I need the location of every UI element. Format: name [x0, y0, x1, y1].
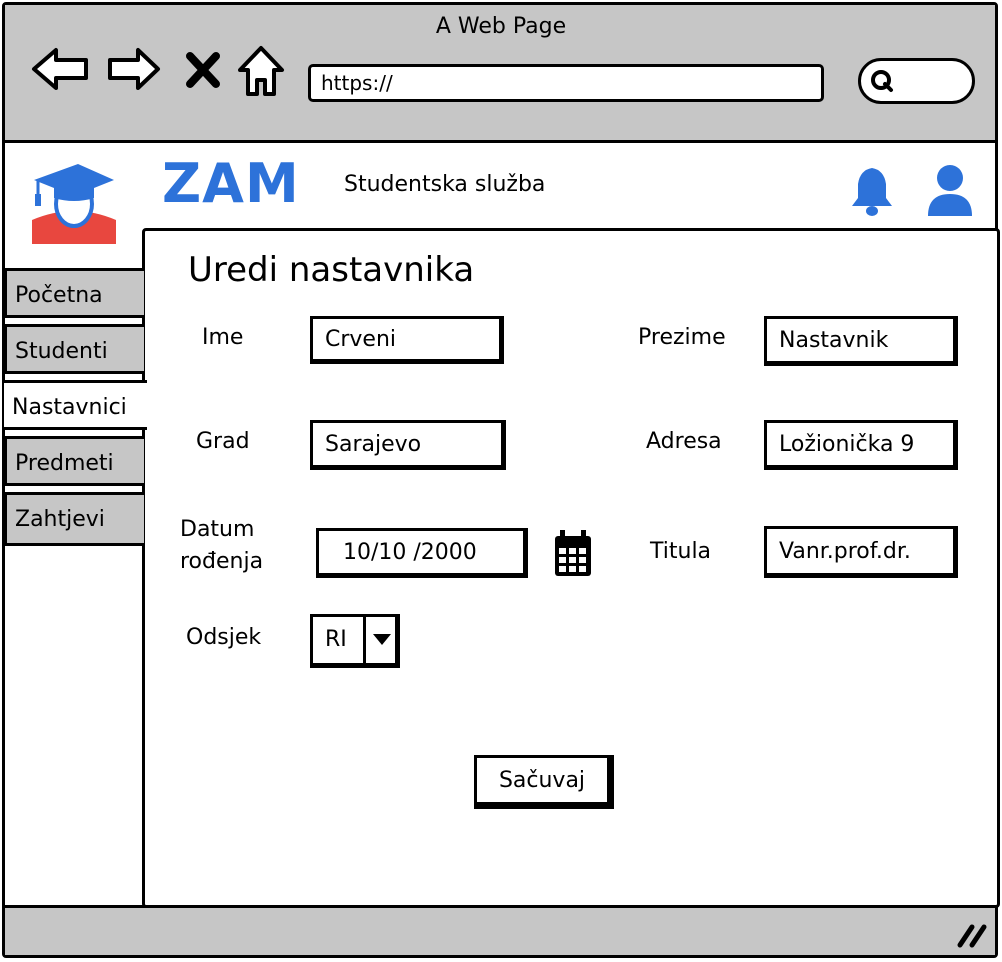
datum-label-line1: Datum	[180, 517, 255, 542]
brand-name: ZAM	[162, 152, 300, 215]
titula-label: Titula	[650, 539, 712, 564]
adresa-label: Adresa	[646, 429, 722, 454]
app-subtitle: Studentska služba	[344, 172, 546, 197]
graduate-logo-icon	[32, 164, 116, 244]
home-icon[interactable]	[236, 44, 286, 100]
window-title: A Web Page	[435, 14, 567, 39]
prezime-label: Prezime	[638, 325, 726, 350]
prezime-input[interactable]: Nastavnik	[764, 316, 958, 366]
back-arrow-icon[interactable]	[30, 44, 92, 94]
odsjek-select[interactable]: RI	[310, 614, 400, 668]
ime-label: Ime	[202, 325, 244, 350]
sidebar-item-pocetna[interactable]: Početna	[4, 268, 144, 318]
browser-search-field[interactable]	[858, 58, 975, 104]
odsjek-label: Odsjek	[186, 625, 262, 650]
ime-input[interactable]: Crveni	[310, 316, 504, 364]
browser-status-bar	[5, 905, 995, 955]
titula-input[interactable]: Vanr.prof.dr.	[764, 526, 958, 578]
datum-label-line2: rođenja	[180, 549, 264, 574]
forward-arrow-icon[interactable]	[106, 44, 162, 94]
close-x-icon[interactable]	[184, 50, 222, 90]
select-divider	[363, 617, 366, 665]
sidebar-item-zahtjevi[interactable]: Zahtjevi	[4, 492, 144, 546]
sidebar-item-studenti[interactable]: Studenti	[4, 324, 144, 374]
save-button[interactable]: Sačuvaj	[474, 755, 614, 809]
datum-rodjenja-input[interactable]: 10/10 /2000	[316, 528, 528, 578]
grad-label: Grad	[196, 429, 250, 454]
search-icon	[871, 70, 893, 92]
grad-input[interactable]: Sarajevo	[310, 420, 506, 470]
page-title: Uredi nastavnika	[188, 250, 475, 290]
bell-icon[interactable]	[848, 164, 896, 216]
odsjek-selected-value: RI	[325, 627, 347, 652]
url-input[interactable]: https://	[308, 64, 824, 102]
chevron-down-icon[interactable]	[373, 634, 391, 645]
calendar-icon[interactable]	[552, 528, 594, 578]
user-icon[interactable]	[924, 164, 976, 216]
resize-grip-icon[interactable]	[956, 919, 988, 949]
adresa-input[interactable]: Ložionička 9	[764, 420, 958, 470]
sidebar-item-predmeti[interactable]: Predmeti	[4, 436, 144, 486]
sidebar-item-nastavnici[interactable]: Nastavnici	[4, 380, 147, 430]
